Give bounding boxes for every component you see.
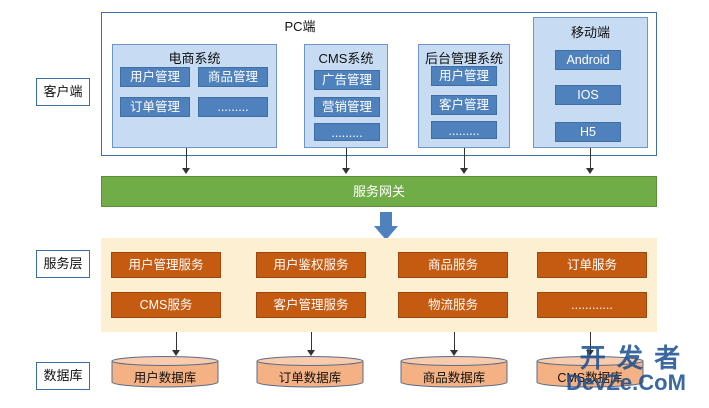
database-product: 商品数据库: [400, 356, 508, 388]
connector-arrowhead: [182, 168, 190, 174]
mobile-h5: H5: [555, 122, 621, 142]
connector-line: [186, 148, 187, 168]
ecommerce-user-management: 用户管理: [120, 67, 190, 87]
cms-system-title: CMS系统: [318, 51, 374, 66]
admin-user-management: 用户管理: [431, 66, 497, 86]
database-cylinder-icon: [256, 356, 364, 388]
connector-line: [311, 332, 312, 350]
database-cylinder-icon: [111, 356, 219, 388]
connector-line: [590, 148, 591, 168]
watermark-logo-text: 开 发 者: [579, 343, 683, 373]
service-cms: CMS服务: [111, 292, 221, 318]
database-cms-label: CMS数据库: [557, 371, 623, 385]
mobile-ios: IOS: [555, 85, 621, 105]
ecommerce-order-management: 订单管理: [120, 97, 190, 117]
connector-arrowhead: [450, 350, 458, 356]
database-user: 用户数据库: [111, 356, 219, 388]
cms-ad-management: 广告管理: [314, 70, 380, 90]
admin-system-title: 后台管理系统: [424, 51, 503, 66]
connector-arrowhead: [586, 350, 594, 356]
database-order: 订单数据库: [256, 356, 364, 388]
connector-line: [590, 332, 591, 350]
service-gateway: 服务网关: [101, 176, 657, 207]
connector-arrowhead: [342, 168, 350, 174]
database-product-label: 商品数据库: [422, 371, 486, 385]
ecommerce-system-panel: [112, 44, 277, 148]
ecommerce-product-management: 商品管理: [198, 67, 268, 87]
admin-more: .........: [431, 121, 497, 139]
mobile-android: Android: [555, 50, 621, 70]
service-layer-label: 服务层: [36, 250, 90, 278]
connector-arrowhead: [586, 168, 594, 174]
database-cylinder-icon: [536, 356, 644, 388]
connector-line: [464, 148, 465, 168]
connector-arrowhead: [307, 350, 315, 356]
database-user-label: 用户数据库: [133, 371, 197, 385]
service-logistics: 物流服务: [398, 292, 508, 318]
database-layer-label: 数据库: [36, 362, 90, 390]
connector-line: [454, 332, 455, 350]
connector-line: [346, 148, 347, 168]
database-cylinder-icon: [400, 356, 508, 388]
service-order: 订单服务: [537, 252, 647, 278]
service-more: ............: [537, 292, 647, 318]
connector-arrowhead: [172, 350, 180, 356]
connector-arrowhead: [460, 168, 468, 174]
client-layer-label: 客户端: [36, 78, 90, 106]
pc-title: PC端: [284, 19, 316, 34]
service-user-auth: 用户鉴权服务: [256, 252, 366, 278]
cms-marketing-management: 营销管理: [314, 97, 380, 117]
database-order-label: 订单数据库: [278, 371, 342, 385]
ecommerce-system-title: 电商系统: [168, 51, 221, 66]
service-product: 商品服务: [398, 252, 508, 278]
service-customer-management: 客户管理服务: [256, 292, 366, 318]
database-cms: CMS数据库: [536, 356, 644, 388]
connector-line: [176, 332, 177, 350]
admin-customer-management: 客户管理: [431, 95, 497, 115]
service-user-management: 用户管理服务: [111, 252, 221, 278]
mobile-title: 移动端: [570, 25, 610, 40]
gateway-to-service-arrow: [374, 212, 398, 240]
watermark-domain-text: DevZe.CoM: [566, 370, 686, 395]
ecommerce-more: .........: [198, 97, 268, 117]
cms-more: .........: [314, 123, 380, 141]
